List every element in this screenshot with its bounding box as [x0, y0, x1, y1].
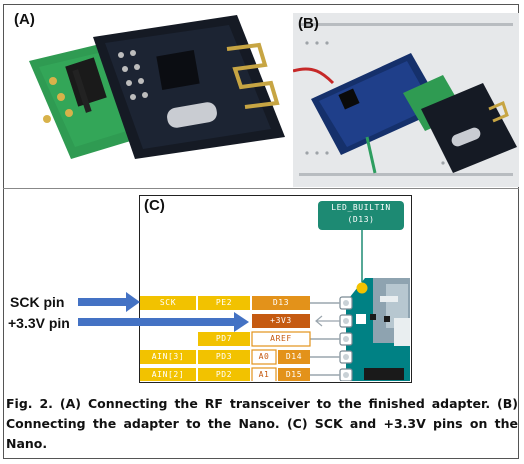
pin-3v3-label: +3V3 [270, 316, 292, 325]
figure-frame [3, 4, 519, 459]
adapter-on-nano-photo [293, 13, 519, 187]
pin-ain2-tag [140, 368, 196, 382]
pin-aref-label: AREF [270, 334, 292, 343]
rf-transceiver-on-adapter-photo [29, 15, 285, 159]
led-builtin-label: LED_BUILTIN [331, 203, 391, 212]
sck-arrow [78, 292, 140, 312]
pin-d15-label: D15 [285, 370, 303, 379]
pin-ain2-label: AIN[2] [151, 370, 185, 379]
photo-panel-a [9, 9, 287, 185]
pin-pd2-tag [198, 368, 250, 382]
pin-sck-tag [140, 296, 196, 310]
pin-a0-label: A0 [258, 352, 270, 361]
v33-pin-label: +3.3V pin [8, 315, 70, 331]
pin-pd7-label: PD7 [215, 334, 233, 343]
panel-c-label: (C) [144, 197, 165, 214]
pin-d14-label: D14 [285, 352, 303, 361]
pin-a1-label: A1 [258, 370, 270, 379]
pin-ain3-tag [140, 350, 196, 364]
pin-d13-label: D13 [272, 298, 290, 307]
panel-b-label: (B) [298, 15, 319, 32]
pin-a0-tag [251, 349, 277, 365]
v33-arrow [78, 312, 249, 332]
pin-aref-tag [251, 331, 311, 347]
photo-panel-b [293, 13, 519, 187]
pin-3v3-tag [252, 314, 310, 328]
pin-d14-tag [278, 350, 310, 364]
pin-pd2-label: PD2 [215, 370, 233, 379]
panel-a-label: (A) [14, 11, 35, 28]
nano-pinout-diagram: LED_BUILTIN (D13) SCK PE2 D13 +3V3 PD7 A… [139, 195, 412, 383]
led-builtin-sublabel: (D13) [347, 215, 375, 224]
figure-caption: Fig. 2. (A) Connecting the RF transceive… [6, 396, 518, 451]
pin-ain3-label: AIN[3] [151, 352, 185, 361]
pin-pe2-label: PE2 [215, 298, 233, 307]
pin-pe2-tag [198, 296, 250, 310]
pin-pd3-tag [198, 350, 250, 364]
pin-sck-label: SCK [159, 298, 177, 307]
pin-d13-tag [252, 296, 310, 310]
pin-pd3-label: PD3 [215, 352, 233, 361]
pin-pd7-tag [198, 332, 250, 346]
panel-divider [3, 188, 519, 189]
sck-pin-label: SCK pin [10, 294, 65, 310]
pin-d15-tag [278, 368, 310, 382]
led-builtin-callout [318, 201, 404, 230]
pinout-graphic [140, 201, 410, 383]
